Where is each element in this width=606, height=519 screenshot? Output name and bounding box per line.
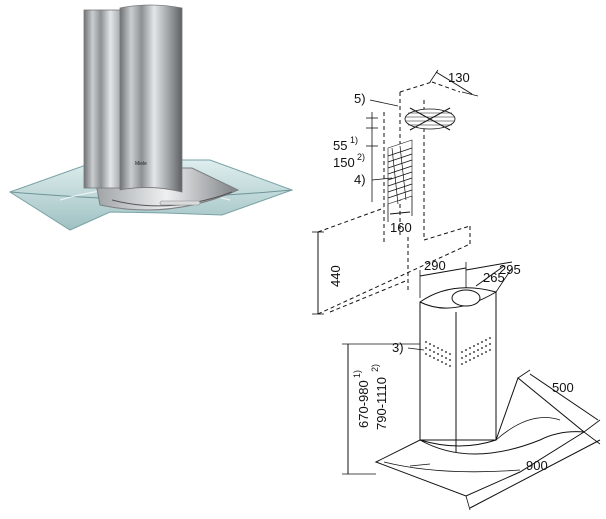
- dim-160: 160: [387, 196, 413, 235]
- dim-440-label: 440: [328, 265, 343, 287]
- canopy-outline: [374, 377, 585, 497]
- dimension-drawing: 130 5) 55 1) 150 2) 4) 160: [312, 69, 601, 511]
- dim-295-label: 295: [499, 262, 521, 277]
- dim-290-label: 290: [424, 258, 446, 273]
- hood-photo: Miele: [8, 4, 294, 231]
- lower-chimney: [419, 287, 497, 452]
- note-4: 4): [354, 172, 393, 187]
- dim-670-980-label: 670-980: [356, 380, 371, 428]
- dim-790-1110-label: 790-1110: [374, 377, 389, 430]
- dim-900: 900: [465, 431, 601, 511]
- duct-opening-symbol: [404, 107, 456, 131]
- dim-height: 670-980 1) 790-1110 2): [342, 343, 420, 475]
- dim-265-label: 265: [483, 270, 505, 285]
- dim-160-label: 160: [390, 220, 412, 235]
- dim-790-1110-footnote: 2): [370, 364, 380, 372]
- dim-55-150: 55 1) 150 2): [333, 112, 378, 202]
- brand-label: Miele: [135, 161, 147, 167]
- note-3-label: 3): [392, 340, 404, 355]
- dim-670-980-footnote: 1): [352, 370, 362, 378]
- hood-front-curve: [111, 191, 233, 207]
- note-5-label: 5): [354, 91, 366, 106]
- front-chimney-section: [119, 4, 183, 193]
- dim-55-label: 55: [333, 138, 347, 153]
- wall-bracket-hatch: [387, 139, 413, 205]
- note-3: 3): [392, 340, 425, 355]
- dim-150-label: 150: [333, 155, 355, 170]
- vent-holes: [425, 337, 491, 367]
- dim-55-footnote: 1): [350, 135, 358, 145]
- note-5: 5): [354, 91, 399, 107]
- dim-900-label: 900: [526, 458, 548, 473]
- control-panel: [159, 200, 201, 206]
- dim-290-295-265: 290 295 265: [419, 258, 521, 298]
- dim-500: 500: [517, 369, 601, 433]
- note-4-label: 4): [354, 172, 366, 187]
- dim-130: 130: [429, 69, 479, 97]
- dim-130-label: 130: [448, 70, 470, 85]
- dim-150-footnote: 2): [357, 152, 365, 162]
- dim-500-label: 500: [552, 380, 574, 395]
- dim-440: 440: [312, 231, 343, 315]
